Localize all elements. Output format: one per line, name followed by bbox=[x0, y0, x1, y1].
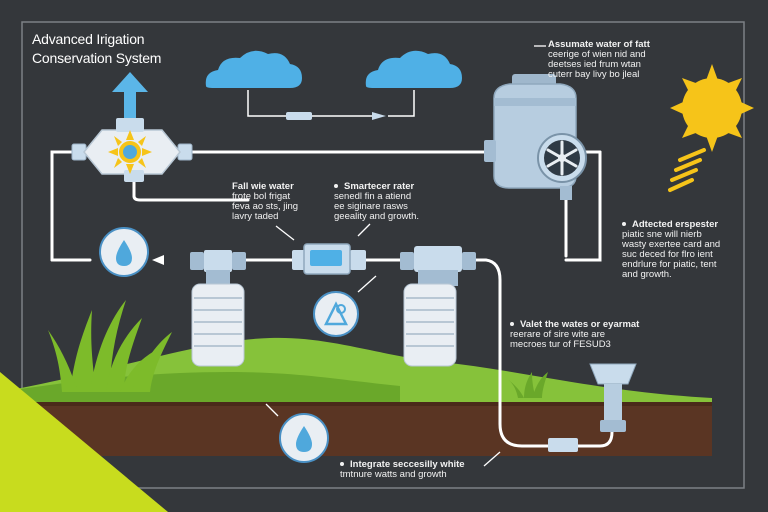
sun-icon bbox=[108, 130, 152, 174]
note-line: ee siginare rasws bbox=[334, 200, 408, 212]
diagram-frame bbox=[21, 21, 745, 489]
flow-arrow-icon bbox=[372, 112, 386, 120]
filter-icon bbox=[400, 246, 476, 367]
note-line: senedl fin a atiend bbox=[334, 190, 412, 202]
cloud-icon bbox=[205, 50, 302, 88]
note-heading-text: Integrate seccesilly white bbox=[350, 459, 465, 470]
soil-edge bbox=[0, 402, 712, 406]
title-line: Conservation System bbox=[32, 49, 162, 66]
page-title: Advanced Irigation Conservation System bbox=[32, 32, 161, 69]
light-bulb-icon bbox=[668, 148, 706, 192]
note-heading: Assumate water of fatt bbox=[548, 39, 650, 50]
note-adjusted-dispenser: Adtected erspester piatic sne will nierb… bbox=[622, 220, 742, 280]
water-drop-icon bbox=[99, 227, 149, 277]
flow-arrow-icon bbox=[247, 90, 415, 117]
note-line: piatic sne will nierb bbox=[622, 228, 702, 240]
note-heading-text: Smartecer rater bbox=[344, 181, 415, 192]
note-heading: Integrate seccesilly white bbox=[340, 460, 500, 470]
cloud-valve bbox=[286, 112, 312, 120]
note-heading: Adtected erspester bbox=[622, 220, 742, 230]
filter-icon bbox=[190, 250, 246, 367]
bullet-icon bbox=[510, 322, 514, 327]
note-line: reerare of sire wite are bbox=[510, 328, 606, 340]
flow-arrow-icon bbox=[152, 255, 164, 265]
pipe-network bbox=[50, 150, 614, 448]
note-line: deetses ied frum wtan bbox=[548, 58, 641, 70]
note-integrate: Integrate seccesilly white tmtnure watts… bbox=[340, 460, 500, 480]
grass-icon bbox=[506, 372, 548, 398]
note-smart-water: Smartecer rater senedl fin a atiend ee s… bbox=[334, 182, 444, 222]
bullet-icon bbox=[340, 462, 344, 467]
note-line: feva ao sts, jing bbox=[232, 200, 299, 212]
note-line: tmtnure watts and growth bbox=[340, 468, 447, 480]
note-line: ceerige of wien nid and bbox=[548, 48, 646, 60]
note-heading-text: Adtected erspester bbox=[632, 219, 719, 230]
note-heading: Valet the wates or eyarmat bbox=[510, 320, 680, 330]
note-heading-text: Valet the wates or eyarmat bbox=[520, 319, 640, 330]
note-line: frote bol frigat bbox=[232, 190, 291, 202]
bullet-icon bbox=[334, 184, 338, 189]
grass-icon bbox=[48, 300, 172, 392]
note-heading: Fall wie water bbox=[232, 181, 294, 192]
note-line: suc deced for flro ient bbox=[622, 248, 713, 260]
title-line: Advanced Irigation bbox=[32, 31, 145, 47]
soil-valve bbox=[548, 438, 578, 452]
note-line: and growth. bbox=[622, 268, 672, 280]
note-line: cuterr bay livy bo jleal bbox=[548, 68, 640, 80]
funnel-icon bbox=[589, 363, 637, 432]
note-heading: Smartecer rater bbox=[334, 182, 444, 192]
sun-icon bbox=[670, 64, 754, 152]
note-fall-water: Fall wie water frote bol frigat feva ao … bbox=[232, 182, 332, 222]
note-valet-water: Valet the wates or eyarmat reerare of si… bbox=[510, 320, 680, 350]
corner-triangle bbox=[0, 372, 168, 512]
note-line: wasty exertee card and bbox=[622, 238, 721, 250]
upflow-arrow-icon bbox=[112, 72, 148, 118]
bullet-icon bbox=[622, 222, 626, 227]
cloud-icon bbox=[365, 50, 462, 88]
note-line: mecroes tur of FESUD3 bbox=[510, 338, 611, 350]
note-automate-water: Assumate water of fatt ceerige of wien n… bbox=[548, 40, 678, 80]
note-line: lavry taded bbox=[232, 210, 279, 222]
note-line: geeality and growth. bbox=[334, 210, 420, 222]
pointer-arrow-icon bbox=[265, 45, 546, 467]
water-drop-icon bbox=[279, 413, 329, 463]
flow-meter bbox=[292, 243, 366, 275]
sensor-icon bbox=[313, 291, 359, 337]
note-line: endrlure for piatic, tent bbox=[622, 258, 717, 270]
fan-icon bbox=[537, 133, 587, 183]
